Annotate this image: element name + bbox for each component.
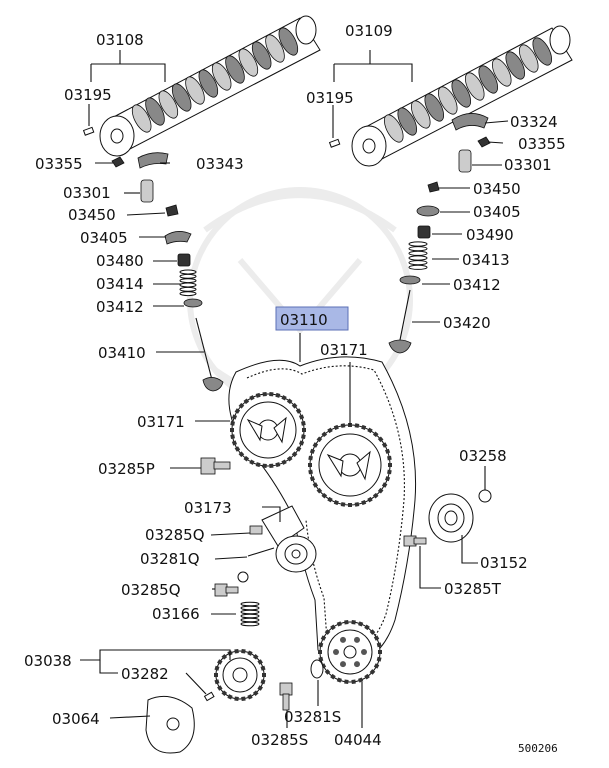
seat-right-shape <box>399 275 421 285</box>
label-rocker-right[interactable]: 03324 <box>510 113 558 131</box>
label-bolt-idler[interactable]: 03285T <box>444 580 502 598</box>
label-pin-right[interactable]: 03195 <box>306 89 354 107</box>
washer-lower-shape <box>310 659 324 679</box>
crank-sprocket-shape <box>214 648 266 702</box>
retainer-right-shape <box>416 205 440 217</box>
rocker-right-shape <box>451 113 489 131</box>
label-adjuster-right[interactable]: 03301 <box>504 156 552 174</box>
label-tensioner-bracket[interactable]: 03173 <box>184 499 232 517</box>
tensioner-spring-shape <box>240 601 260 627</box>
bolt-sprocket-shape <box>200 457 231 475</box>
sprocket-right-shape <box>308 423 392 508</box>
label-seat-right[interactable]: 03412 <box>453 276 501 294</box>
label-key-crank[interactable]: 03282 <box>121 665 169 683</box>
keeper-right-shape <box>427 181 440 193</box>
label-tensioner-spring[interactable]: 03166 <box>152 605 200 623</box>
tensioner-bracket-shape <box>261 505 305 547</box>
pin-right-shape <box>328 138 341 148</box>
camshaft-left-shape <box>99 15 321 157</box>
leader-lines <box>80 50 509 728</box>
label-crank-sprocket[interactable]: 03038 <box>24 652 72 670</box>
figure-number: 500206 <box>518 742 558 755</box>
label-washer-lower[interactable]: 03281S <box>284 708 341 726</box>
bolt-bracket-shape <box>249 525 263 535</box>
camshaft-right-shape <box>351 25 573 167</box>
label-bolt-lower[interactable]: 03285S <box>251 731 308 749</box>
label-seat-left[interactable]: 03412 <box>96 298 144 316</box>
washer-idler-shape <box>478 489 492 503</box>
sprocket-left-shape <box>230 391 306 469</box>
bolt-lower-shape <box>279 682 293 711</box>
adjuster-left-shape <box>140 179 154 203</box>
label-spring-right[interactable]: 03413 <box>462 251 510 269</box>
label-sprocket-left[interactable]: 03171 <box>137 413 185 431</box>
pin-left-shape <box>82 126 95 136</box>
label-crank-plate[interactable]: 03064 <box>52 710 100 728</box>
tensioner-pulley-shape <box>428 493 474 543</box>
label-rocker-left[interactable]: 03343 <box>196 155 244 173</box>
washer-tensioner-shape <box>237 571 249 583</box>
bolt-idler-shape <box>403 535 427 547</box>
label-keeper-left[interactable]: 03450 <box>68 206 116 224</box>
key-crank-shape <box>203 691 215 702</box>
idler-tensioner-shape <box>275 535 317 573</box>
highlight-box <box>275 306 349 331</box>
label-belt[interactable]: 03110 <box>280 311 328 329</box>
label-bolt-bracket[interactable]: 03285Q <box>145 526 205 544</box>
idler-lower-shape <box>318 619 382 685</box>
seal-right-shape <box>417 225 431 239</box>
seat-left-shape <box>183 298 203 308</box>
clip-left-shape <box>111 156 125 168</box>
label-seal-right[interactable]: 03490 <box>466 226 514 244</box>
label-spring-left[interactable]: 03414 <box>96 275 144 293</box>
bolt-tensioner-shape <box>214 583 239 597</box>
label-pin-left[interactable]: 03195 <box>64 86 112 104</box>
label-shaft-tensioner[interactable]: 03281Q <box>140 550 200 568</box>
label-sprocket-right[interactable]: 03171 <box>320 341 368 359</box>
label-keeper-right[interactable]: 03450 <box>473 180 521 198</box>
label-camshaft-left[interactable]: 03108 <box>96 31 144 49</box>
label-retainer-right[interactable]: 03405 <box>473 203 521 221</box>
spring-left-shape <box>179 269 197 297</box>
adjuster-right-shape <box>458 149 472 173</box>
shaft-tensioner-shape <box>247 547 275 557</box>
spring-right-shape <box>408 241 428 270</box>
label-bolt-sprocket[interactable]: 03285P <box>98 460 155 478</box>
label-valve-left[interactable]: 03410 <box>98 344 146 362</box>
label-tensioner-pulley[interactable]: 03152 <box>480 554 528 572</box>
valve-left-shape <box>195 317 224 392</box>
label-idler-lower[interactable]: 04044 <box>334 731 382 749</box>
crank-plate-shape <box>145 695 195 754</box>
clip-right-shape <box>477 136 491 148</box>
label-clip-right[interactable]: 03355 <box>518 135 566 153</box>
label-clip-left[interactable]: 03355 <box>35 155 83 173</box>
label-seal-left[interactable]: 03480 <box>96 252 144 270</box>
label-camshaft-right[interactable]: 03109 <box>345 22 393 40</box>
valve-right-shape <box>388 289 412 354</box>
keeper-left-shape <box>165 204 179 217</box>
label-adjuster-left[interactable]: 03301 <box>63 184 111 202</box>
label-valve-right[interactable]: 03420 <box>443 314 491 332</box>
rocker-left-shape <box>137 152 169 169</box>
retainer-left-shape <box>164 231 192 245</box>
label-bolt-tensioner[interactable]: 03285Q <box>121 581 181 599</box>
label-retainer-left[interactable]: 03405 <box>80 229 128 247</box>
seal-left-shape <box>177 253 191 267</box>
label-washer-idler[interactable]: 03258 <box>459 447 507 465</box>
